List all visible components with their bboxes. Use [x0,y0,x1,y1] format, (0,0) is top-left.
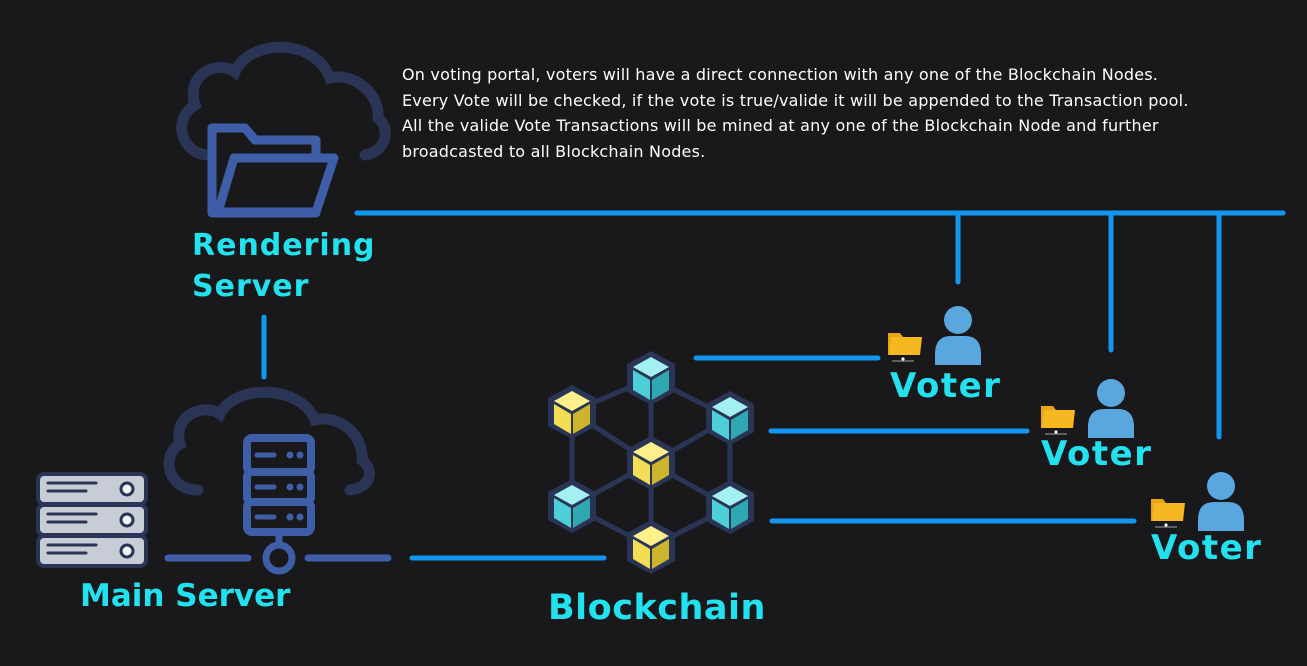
description-line: All the valide Vote Transactions will be… [402,116,1159,135]
cloud-database-icon [163,386,392,575]
voter-user-icon [1150,471,1245,532]
description-text: On voting portal, voters will have a dir… [402,62,1302,164]
rack-server-icon [36,472,148,568]
voter-user-icon [887,305,982,366]
blockchain-label: Blockchain [548,588,766,628]
blockchain-cubes-icon [548,351,754,574]
description-line: broadcasted to all Blockchain Nodes. [402,141,706,161]
rendering-server-label-line1: Rendering [192,228,376,263]
description-line: On voting portal, voters will have a dir… [402,65,1159,84]
connectors [261,210,1286,561]
rendering-server-label-line2: Server [192,269,310,304]
description-line: Every Vote will be checked, if the vote … [402,90,1189,110]
voter-label: Voter [1041,434,1153,474]
main-server-label: Main Server [80,578,291,614]
voter-user-icon [1040,378,1135,439]
voter-label: Voter [1151,528,1263,568]
cloud-folder-icon [176,41,391,218]
voter-label: Voter [890,366,1002,406]
